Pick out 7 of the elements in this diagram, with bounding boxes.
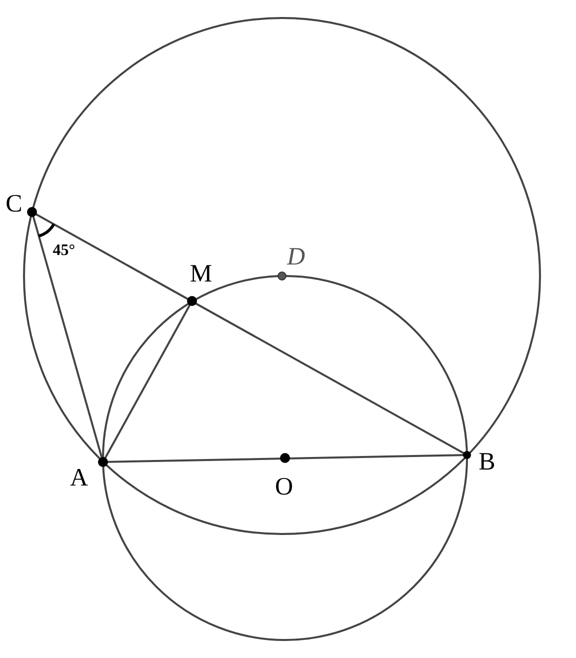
angle-label: 45° [52,243,76,259]
point-label: B [478,450,496,474]
point-label: O [274,474,294,500]
point-label: A [70,466,88,490]
point-label: C [6,192,22,216]
point-label: M [190,262,212,286]
point-label: D [286,244,306,270]
